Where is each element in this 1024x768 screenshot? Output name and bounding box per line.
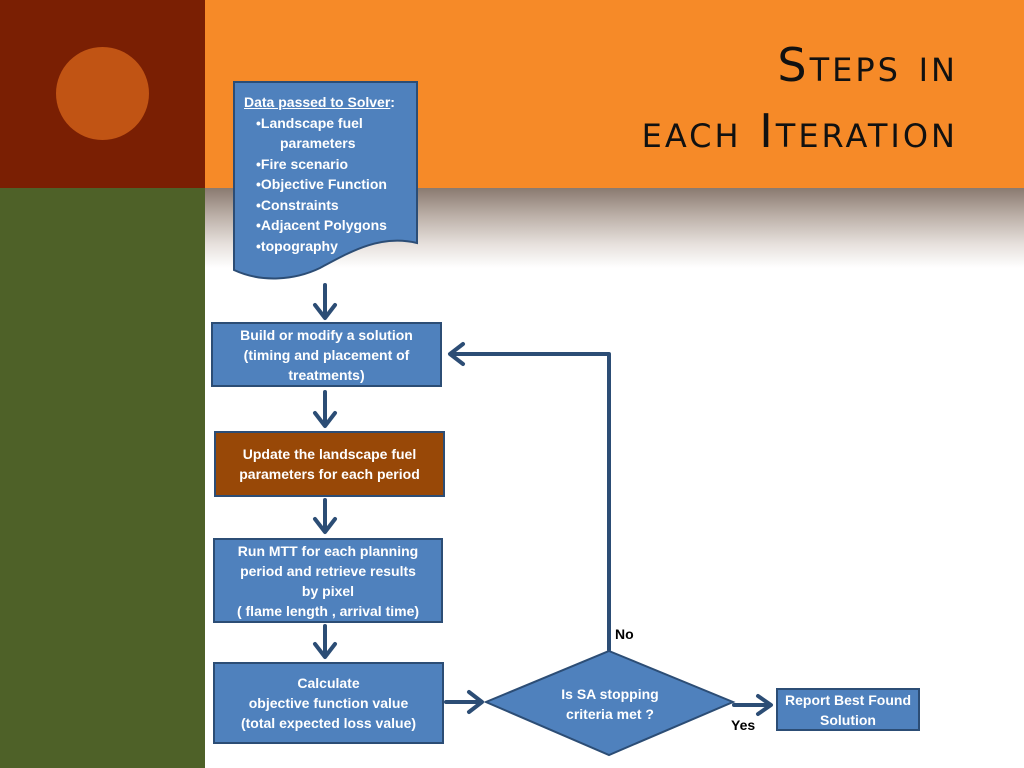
- run-line-3: by pixel: [301, 582, 355, 599]
- arrow-no-loop: [450, 352, 611, 652]
- calculate-objective-box: Calculate objective function value (tota…: [213, 662, 444, 744]
- document-item-landscape-cont: parameters: [280, 135, 356, 151]
- document-shape: [233, 81, 418, 280]
- run-mtt-box: Run MTT for each planning period and ret…: [213, 538, 443, 623]
- decision-text: Is SA stopping criteria met ?: [540, 684, 680, 724]
- arrowhead-build-to-update: [313, 411, 337, 428]
- arrowhead-doc-to-build: [313, 303, 337, 320]
- arrowhead-no-loop: [448, 342, 465, 366]
- calc-line-2: objective function value: [248, 695, 409, 711]
- report-line-2: Solution: [820, 711, 876, 728]
- build-line-2: (timing and placement of: [243, 346, 410, 363]
- document-item-objective: •Objective Function: [256, 176, 387, 192]
- no-label: No: [615, 626, 634, 642]
- report-line-1: Report Best Found: [785, 691, 911, 708]
- document-item-landscape: •Landscape fuel: [256, 114, 363, 131]
- run-line-1: Run MTT for each planning: [237, 542, 419, 559]
- arrowhead-calc-to-decision: [467, 690, 484, 714]
- document-item-adjacent: •Adjacent Polygons: [256, 217, 387, 233]
- decision-line-1: Is SA stopping: [561, 686, 659, 702]
- document-item-topography: •topography: [256, 237, 338, 254]
- calc-line-3: (total expected loss value): [240, 715, 417, 731]
- document-heading: Data passed to Solver:: [244, 94, 395, 110]
- run-line-2: period and retrieve results: [240, 562, 416, 579]
- yes-label: Yes: [731, 717, 756, 733]
- run-line-4: ( flame length , arrival time): [236, 602, 420, 619]
- build-line-3: treatments): [288, 366, 365, 383]
- slide-title: Steps in each Iteration: [642, 32, 958, 164]
- document-item-constraints: •Constraints: [256, 196, 339, 213]
- build-line-1: Build or modify a solution: [240, 326, 413, 343]
- slide-title-line-1: Steps in: [777, 38, 958, 92]
- slide-title-line-2: each Iteration: [641, 104, 958, 158]
- document-text: Data passed to Solver: •Landscape fuel p…: [244, 92, 414, 256]
- calc-line-1: Calculate: [297, 675, 360, 691]
- decorative-circle: [56, 47, 149, 140]
- arrowhead-decision-to-report: [756, 694, 773, 716]
- arrowhead-update-to-run: [313, 517, 337, 534]
- build-solution-box: Build or modify a solution (timing and p…: [211, 322, 442, 387]
- arrowhead-run-to-calc: [313, 642, 337, 659]
- update-fuel-box: Update the landscape fuel parameters for…: [214, 431, 445, 497]
- decision-diamond: [483, 649, 736, 757]
- report-solution-box: Report Best Found Solution: [776, 688, 920, 731]
- update-line-1: Update the landscape fuel: [242, 446, 417, 462]
- left-green-panel: [0, 188, 205, 768]
- document-item-fire: •Fire scenario: [256, 155, 349, 172]
- update-line-2: parameters for each period: [239, 466, 420, 482]
- decision-line-2: criteria met ?: [566, 706, 654, 722]
